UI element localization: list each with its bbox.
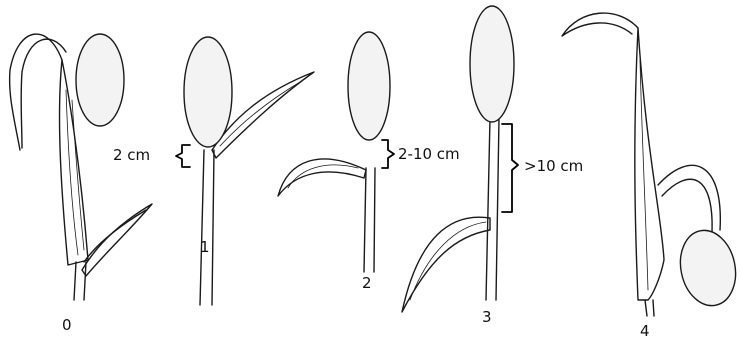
stage-4-number: 4: [640, 324, 650, 339]
stage-4-panicle: [674, 225, 740, 311]
stage-4-plant: [562, 13, 740, 316]
stage-2-panicle: [348, 32, 390, 140]
stage-1-bracket: [176, 145, 190, 167]
stage-0-number: 0: [62, 318, 72, 333]
stage-2-plant: [278, 32, 390, 272]
stage-1-panicle: [184, 37, 232, 147]
stage-1-number: 1: [200, 240, 210, 255]
stage-0-plant: [10, 34, 152, 300]
stage-1-length-label: 2 cm: [113, 148, 150, 163]
stage-3-panicle: [470, 6, 514, 122]
stage-0-panicle: [76, 34, 124, 126]
stage-3-length-label: >10 cm: [524, 159, 583, 174]
stage-3-bracket: [502, 124, 518, 212]
stage-2-bracket: [382, 140, 394, 168]
stage-2-length-label: 2-10 cm: [398, 147, 460, 162]
stage-3-number: 3: [482, 310, 492, 325]
stage-1-plant: [184, 37, 314, 305]
stage-2-number: 2: [362, 276, 372, 291]
